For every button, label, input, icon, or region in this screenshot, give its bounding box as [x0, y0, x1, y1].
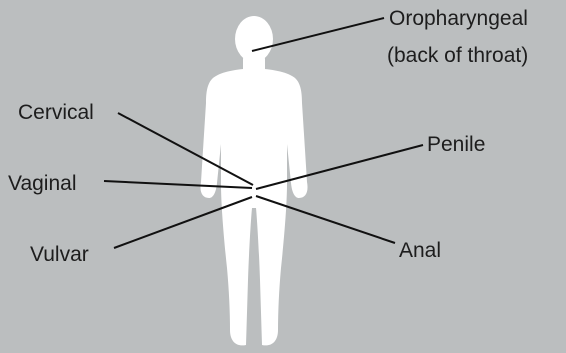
oropharyngeal-label: Oropharyngeal [389, 6, 528, 32]
penile-label: Penile [427, 132, 485, 158]
oropharyngeal-sublabel: (back of throat) [387, 43, 528, 69]
vulvar-label: Vulvar [30, 242, 89, 268]
anal-label: Anal [399, 238, 441, 264]
vaginal-label: Vaginal [8, 171, 77, 197]
cervical-label: Cervical [18, 100, 94, 126]
body [200, 68, 307, 345]
human-silhouette [200, 16, 307, 345]
